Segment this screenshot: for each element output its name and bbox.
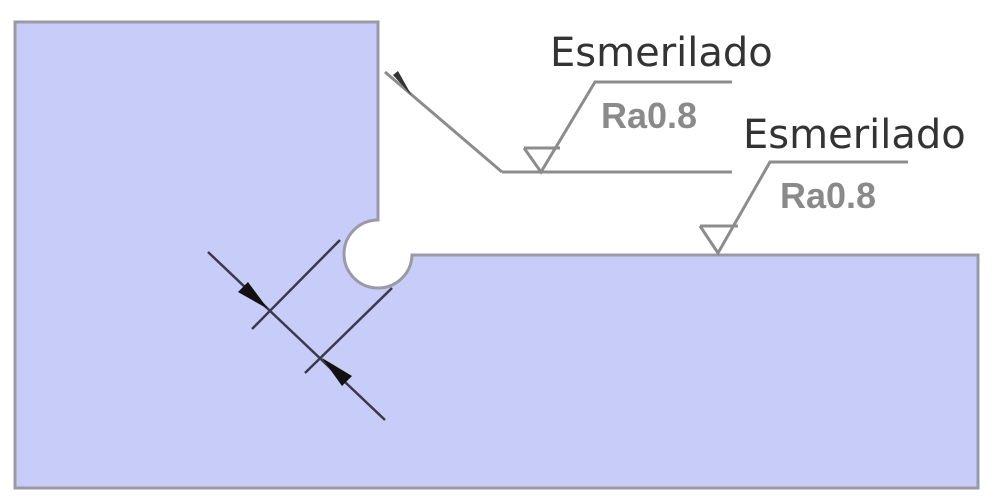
dimension-arrow-2 [322, 358, 352, 386]
extension-line-1 [251, 239, 341, 330]
groove-dimension [207, 239, 393, 421]
leader-arrow-icon [393, 71, 412, 96]
workpiece-shape [13, 20, 980, 490]
surface-finish-symbol-2 [698, 160, 908, 256]
process-label-1: Esmerilado [550, 30, 773, 76]
process-label-2: Esmerilado [743, 112, 966, 158]
roughness-label-2: Ra0.8 [780, 175, 876, 216]
roughness-label-1: Ra0.8 [601, 95, 697, 136]
dimension-line [207, 251, 386, 421]
surface-finish-symbol-1 [384, 70, 732, 175]
dimension-arrow-1 [238, 282, 268, 309]
